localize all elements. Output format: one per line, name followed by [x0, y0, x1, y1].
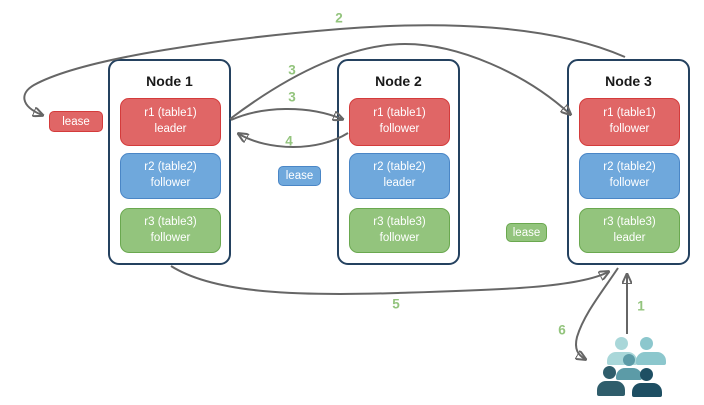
node-2-replica-r1: r1 (table1) follower [349, 98, 450, 146]
person-torso-icon [636, 352, 666, 365]
node-2-replica-r2: r2 (table2) leader [349, 153, 450, 199]
node-2-replica-r3: r3 (table3) follower [349, 208, 450, 253]
person-torso-icon [632, 383, 662, 397]
replica-role-label: follower [150, 177, 191, 189]
person-torso-icon [616, 368, 642, 380]
replica-range-label: r3 (table3) [603, 215, 656, 228]
node-1-replica-r3: r3 (table3) follower [120, 208, 221, 253]
step-label-4: 4 [285, 133, 293, 149]
replica-role-label: follower [379, 123, 420, 135]
step-label-2: 2 [335, 10, 343, 26]
person-torso-icon [597, 381, 625, 396]
person-head-icon [640, 337, 653, 350]
arrow-4-node2-to-leader [239, 133, 349, 148]
clients-icon [595, 333, 670, 399]
step-label-5: 5 [392, 296, 400, 312]
person-head-icon [640, 368, 653, 381]
node-3: Node 3 r1 (table1) follower r2 (table2) … [567, 59, 690, 265]
replica-role-label: follower [379, 231, 420, 244]
node-3-title: Node 3 [605, 73, 652, 89]
replica-range-label: r3 (table3) [373, 215, 426, 228]
lease-badge-blue: lease [278, 166, 321, 186]
replica-range-label: r2 (table2) [603, 161, 656, 174]
replica-role-label: follower [609, 177, 650, 189]
replica-range-label: r1 (table1) [603, 107, 656, 120]
node-2-title: Node 2 [375, 73, 422, 89]
replica-range-label: r3 (table3) [144, 215, 197, 228]
node-1: Node 1 r1 (table1) leader r2 (table2) fo… [108, 59, 231, 265]
node-2: Node 2 r1 (table1) follower r2 (table2) … [337, 59, 460, 265]
lease-badge-red: lease [49, 111, 103, 132]
node-3-replica-r3: r3 (table3) leader [579, 208, 680, 253]
step-label-6: 6 [558, 322, 566, 338]
node-1-replica-r1: r1 (table1) leader [120, 98, 221, 146]
step-label-3-lower: 3 [288, 89, 296, 105]
replica-role-label: follower [609, 123, 650, 135]
step-label-3-upper: 3 [288, 62, 296, 78]
node-1-title: Node 1 [146, 73, 193, 89]
arrow-3-leader-to-node2-follower [230, 108, 342, 120]
replica-role-label: leader [383, 177, 416, 189]
node-3-replica-r1: r1 (table1) follower [579, 98, 680, 146]
step-label-1: 1 [637, 298, 645, 314]
node-1-replica-r2: r2 (table2) follower [120, 153, 221, 199]
person-head-icon [623, 354, 635, 366]
replica-range-label: r2 (table2) [373, 161, 426, 174]
replica-range-label: r1 (table1) [144, 107, 197, 120]
replica-role-label: leader [154, 123, 187, 135]
replica-range-label: r1 (table1) [373, 107, 426, 120]
node-3-replica-r2: r2 (table2) follower [579, 153, 680, 199]
person-head-icon [603, 366, 616, 379]
replica-role-label: leader [613, 231, 646, 244]
replica-range-label: r2 (table2) [144, 161, 197, 174]
replica-role-label: follower [150, 231, 191, 244]
person-head-icon [615, 337, 628, 350]
lease-badge-green: lease [506, 223, 547, 242]
arrow-5-node1-to-node3 [170, 265, 608, 296]
